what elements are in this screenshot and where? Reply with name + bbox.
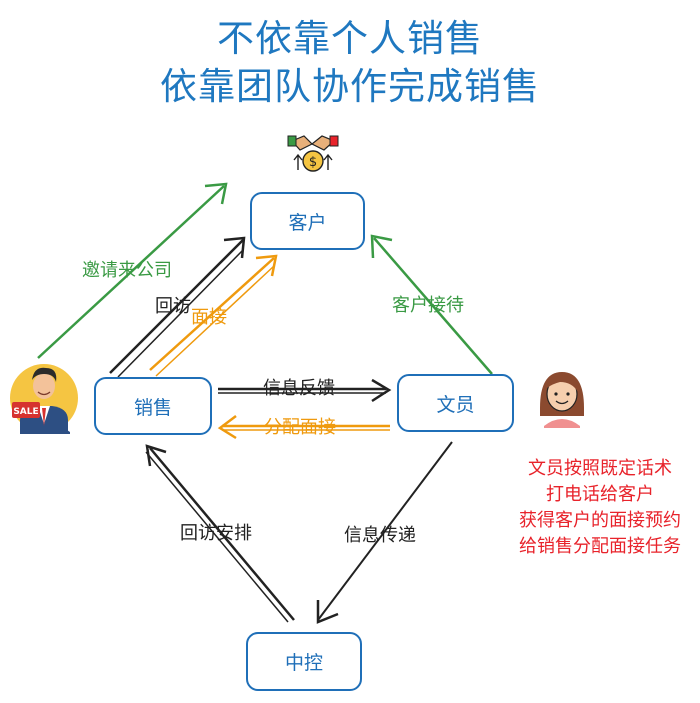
svg-text:$: $ [309,155,317,170]
label-assign: 分配面接 [264,417,336,438]
arrow-assign [217,415,390,440]
label-transfer: 信息传递 [344,525,416,546]
node-control: 中控 [246,632,362,691]
title-line-1: 不依靠个人销售 [217,17,483,60]
node-clerk: 文员 [397,374,514,432]
arrow-interview [149,254,278,377]
label-invite: 邀请来公司 [82,260,172,281]
arrow-feedback [218,378,392,403]
note-line-2: 打电话给客户 [546,484,654,505]
label-reception: 客户接待 [392,295,464,316]
note-line-3: 获得客户的面接预约 [519,510,681,531]
arrow-invite [37,182,228,359]
label-interview: 面接 [191,307,227,328]
salesman-avatar-icon: SALE [10,364,78,434]
arrow-reception [370,234,493,375]
node-customer: 客户 [250,192,365,250]
arrow-transfer [316,441,453,624]
note-line-1: 文员按照既定话术 [528,458,672,479]
clerk-avatar-icon [540,372,584,428]
label-revisit-arrange: 回访安排 [180,523,252,544]
arrow-revisit [109,236,246,378]
clerk-note: 文员按照既定话术 打电话给客户 获得客户的面接预约 给销售分配面接任务 [500,456,700,560]
node-sales: 销售 [94,377,212,435]
arrow-revisit-arrange [145,444,295,623]
label-revisit: 回访 [155,296,191,317]
label-feedback: 信息反馈 [263,378,335,399]
svg-text:SALE: SALE [13,407,38,417]
title-line-2: 依靠团队协作完成销售 [160,65,540,108]
note-line-4: 给销售分配面接任务 [519,536,681,557]
handshake-money-icon: $ [287,135,339,172]
